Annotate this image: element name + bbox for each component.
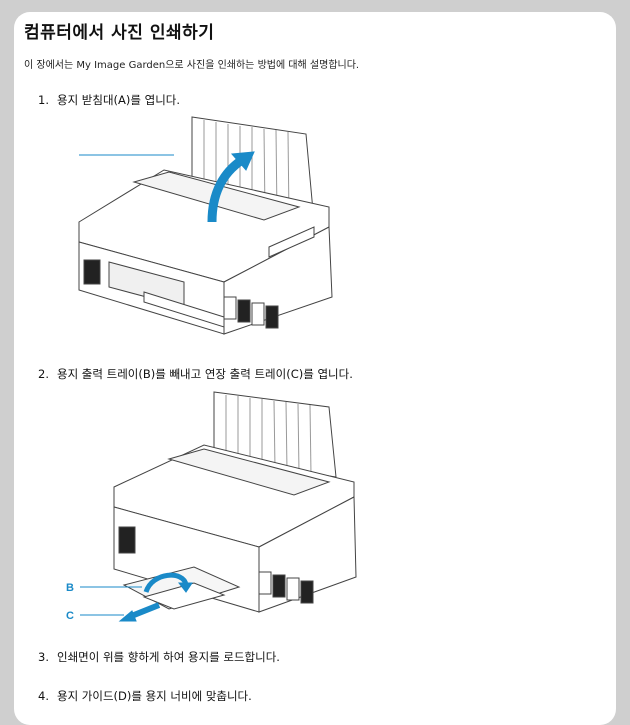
step-3: 3. 인쇄면이 위를 향하게 하여 용지를 로드합니다. — [38, 649, 280, 665]
step-number: 1. — [38, 93, 49, 107]
step-2: 2. 용지 출력 트레이(B)를 빼내고 연장 출력 트레이(C)를 엽니다. — [38, 366, 353, 382]
step-number: 2. — [38, 367, 49, 381]
step-number: 4. — [38, 689, 49, 703]
step-text: 용지 출력 트레이(B)를 빼내고 연장 출력 트레이(C)를 엽니다. — [56, 367, 353, 381]
intro-text: 이 장에서는 My Image Garden으로 사진을 인쇄하는 방법에 대해… — [24, 60, 360, 71]
callout-c: C — [66, 610, 74, 622]
figure-paper-support: A — [74, 112, 374, 347]
step-text: 용지 받침대(A)를 엽니다. — [56, 93, 181, 107]
step-4: 4. 용지 가이드(D)를 용지 너비에 맞춥니다. — [38, 688, 252, 704]
figure-output-tray: B C — [54, 387, 374, 627]
step-text: 인쇄면이 위를 향하게 하여 용지를 로드합니다. — [56, 650, 280, 664]
step-number: 3. — [38, 650, 49, 664]
step-text: 용지 가이드(D)를 용지 너비에 맞춥니다. — [56, 689, 252, 703]
callout-b: B — [66, 582, 74, 594]
step-1: 1. 용지 받침대(A)를 엽니다. — [38, 92, 180, 108]
document-page: 컴퓨터에서 사진 인쇄하기 이 장에서는 My Image Garden으로 사… — [14, 12, 616, 725]
page-title: 컴퓨터에서 사진 인쇄하기 — [24, 23, 215, 43]
